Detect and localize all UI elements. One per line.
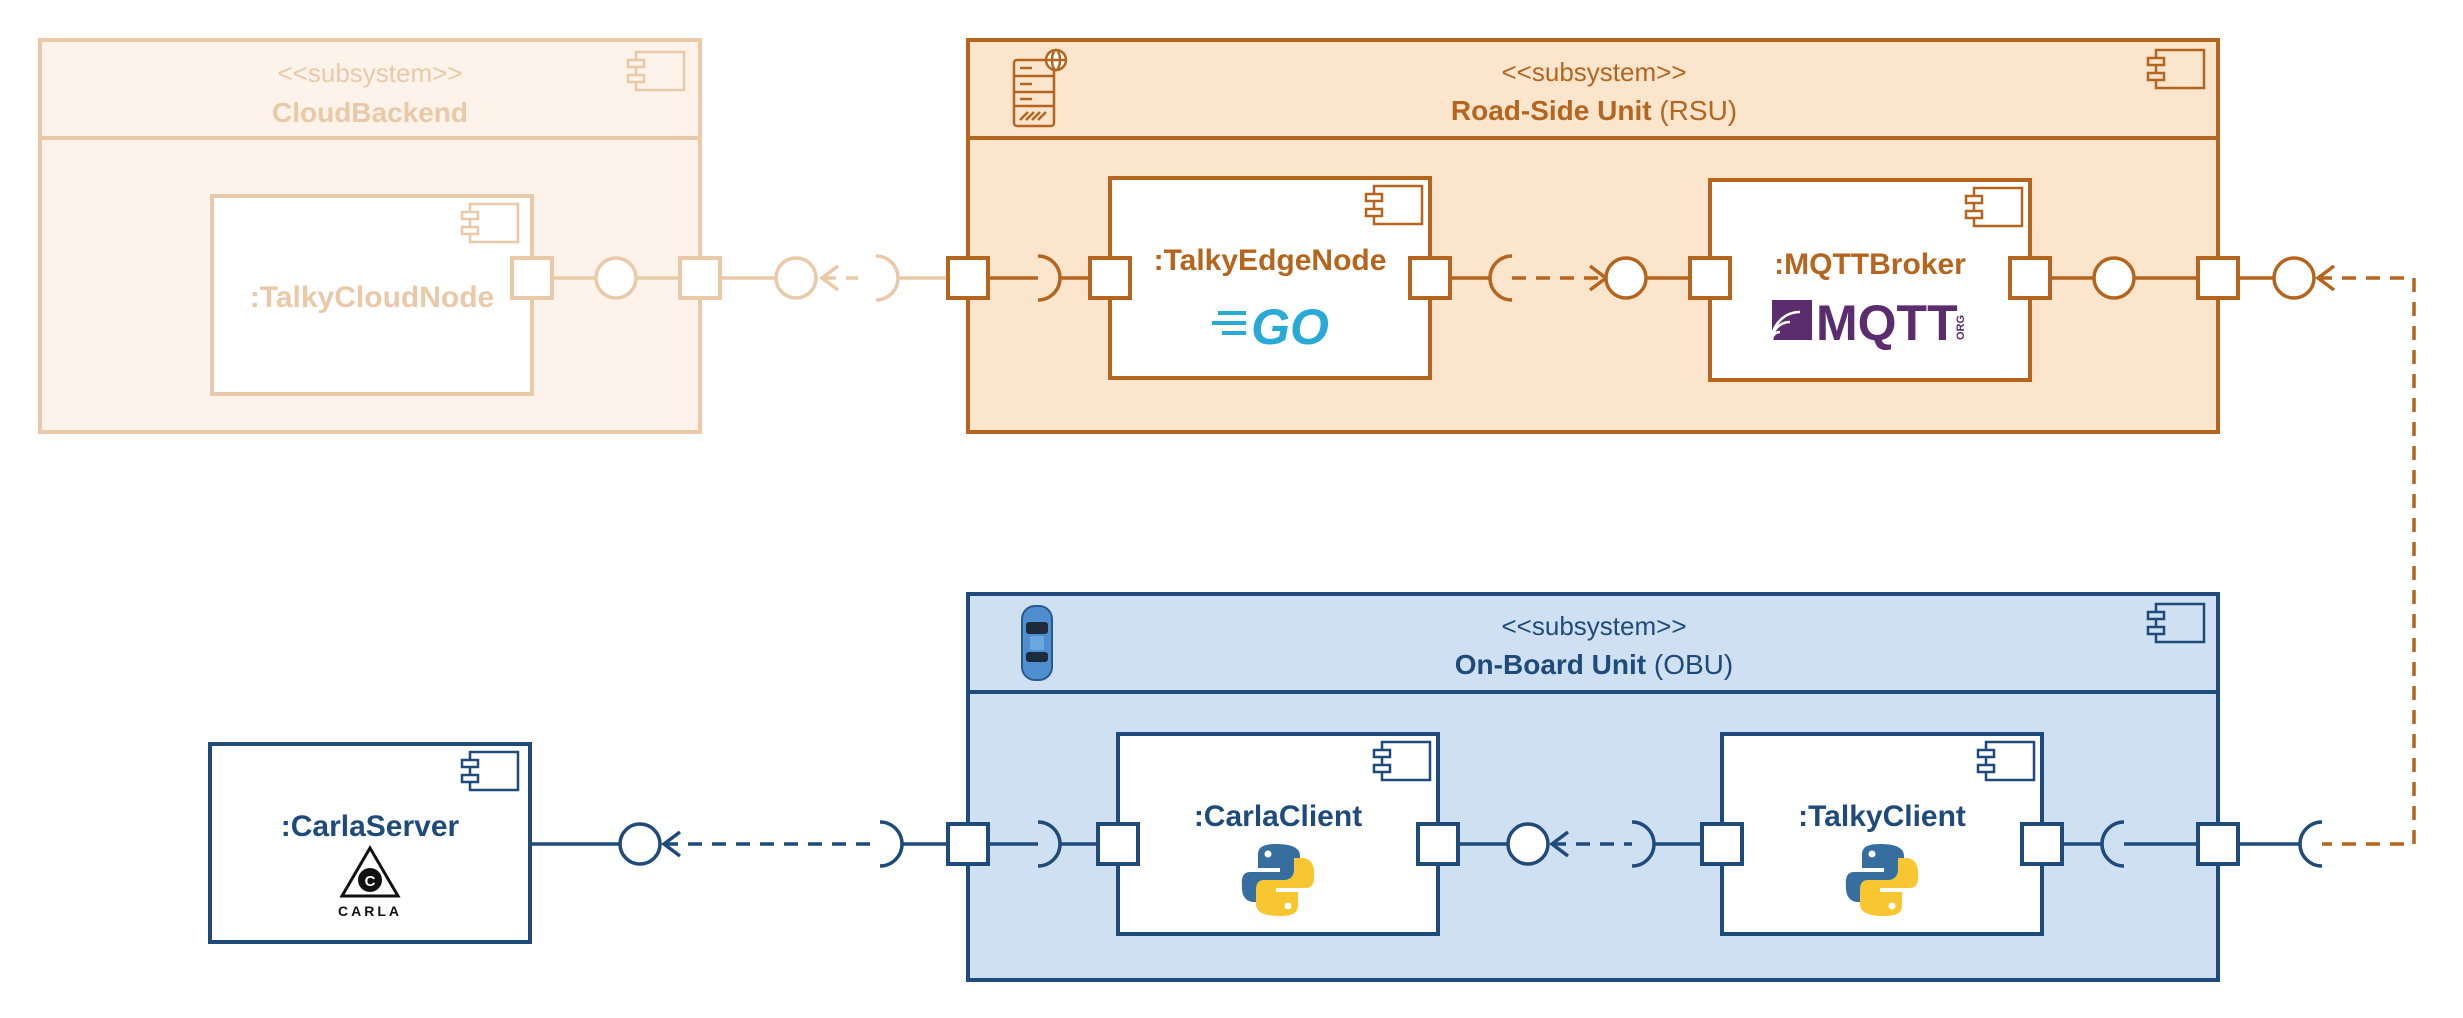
- obu-abbr: (OBU): [1654, 649, 1733, 680]
- mqtt-logo-text: MQTT: [1816, 295, 1958, 351]
- carla-logo-icon: C CARLA: [338, 845, 402, 919]
- obu-stereotype: <<subsystem>>: [1502, 611, 1687, 641]
- obu-connector-chain: [988, 820, 2323, 868]
- rsu-name: Road-Side Unit: [1451, 95, 1652, 126]
- port-mqtt-right: [2008, 256, 2052, 300]
- talky-edge-node-name: :TalkyEdgeNode: [1154, 244, 1387, 277]
- port-rsu-boundary-left: [946, 256, 990, 300]
- rsu-title: Road-Side Unit (RSU): [1451, 95, 1737, 126]
- rsu-abbr: (RSU): [1659, 95, 1737, 126]
- component-talky-client: :TalkyClient: [1720, 732, 2044, 936]
- rsu-stereotype: <<subsystem>>: [1502, 57, 1687, 87]
- car-icon: [1021, 605, 1053, 681]
- port-talky-client-left: [1700, 822, 1744, 866]
- port-talky-client-right: [2020, 822, 2064, 866]
- subsystem-cloud-backend: <<subsystem>> CloudBackend :TalkyCloudNo…: [38, 38, 946, 434]
- rsu-connector-chain: [988, 254, 2416, 846]
- svg-text:C: C: [365, 873, 376, 890]
- component-carla-server: :CarlaServer C CARLA: [208, 742, 532, 944]
- port-edge-node-left: [1088, 256, 1132, 300]
- python-logo-icon: [1845, 844, 1919, 916]
- go-logo-text: GO: [1251, 299, 1329, 355]
- mqtt-broker-name: :MQTTBroker: [1774, 248, 1966, 281]
- port-carla-client-left: [1096, 822, 1140, 866]
- port-rsu-boundary-right: [2196, 256, 2240, 300]
- cloud-stereotype: <<subsystem>>: [278, 58, 463, 88]
- component-mqtt-broker: :MQTTBroker MQTT ORG: [1708, 178, 2032, 382]
- component-talky-cloud-node: :TalkyCloudNode: [210, 194, 534, 396]
- cloud-name: CloudBackend: [272, 97, 468, 128]
- obu-name: On-Board Unit: [1455, 649, 1646, 680]
- mqtt-logo-suffix: ORG: [1955, 315, 1967, 340]
- obu-title: On-Board Unit (OBU): [1455, 649, 1733, 680]
- subsystem-on-board-unit: <<subsystem>> On-Board Unit (OBU) :Carla…: [946, 592, 2323, 982]
- carla-server-connector: [530, 820, 948, 868]
- cloud-connector-chain: [552, 254, 946, 302]
- python-logo-icon: [1241, 844, 1315, 916]
- port-carla-client-right: [1416, 822, 1460, 866]
- component-talky-edge-node: :TalkyEdgeNode GO: [1108, 176, 1432, 380]
- port-cloud-node: [510, 256, 554, 300]
- go-logo-icon: GO: [1212, 299, 1329, 355]
- port-obu-boundary-left: [946, 822, 990, 866]
- port-mqtt-left: [1688, 256, 1732, 300]
- port-cloud-boundary: [678, 256, 722, 300]
- carla-client-name: :CarlaClient: [1194, 800, 1362, 833]
- mqtt-logo-icon: MQTT ORG: [1770, 295, 1967, 351]
- port-edge-node-right: [1408, 256, 1452, 300]
- talky-client-name: :TalkyClient: [1798, 800, 1966, 833]
- subsystem-road-side-unit: <<subsystem>> Road-Side Unit (RSU) :Talk…: [946, 38, 2416, 846]
- talky-cloud-node-name: :TalkyCloudNode: [250, 281, 494, 314]
- component-carla-client: :CarlaClient: [1116, 732, 1440, 936]
- server-globe-icon: [1012, 48, 1068, 128]
- carla-logo-text: CARLA: [338, 903, 402, 919]
- port-obu-boundary-right: [2196, 822, 2240, 866]
- carla-server-name: :CarlaServer: [281, 810, 460, 843]
